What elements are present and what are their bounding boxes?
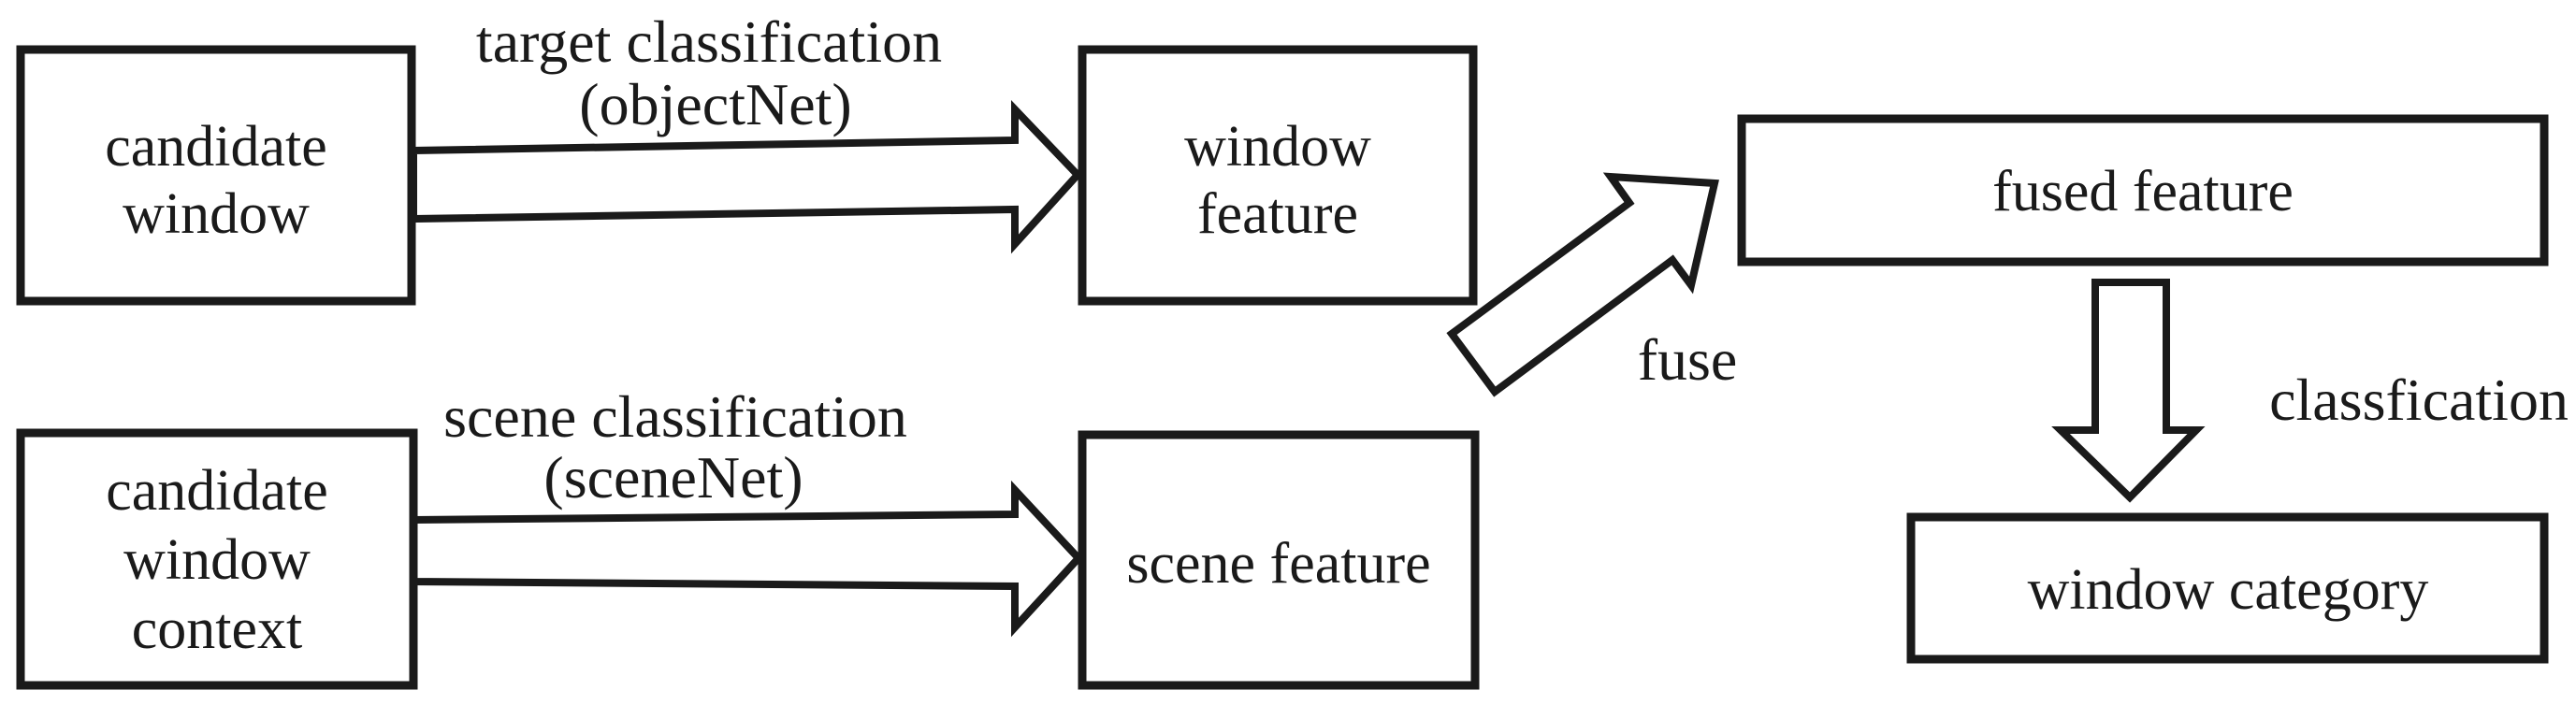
candidate-window-context-node	[16, 428, 418, 690]
fuse-edge-label: fuse	[1638, 326, 1738, 393]
scene-classification-edge-label-line2: (sceneNet)	[543, 444, 803, 511]
window-feature-node	[1078, 45, 1478, 306]
candidate-window-label-line2: window	[123, 182, 310, 246]
scene-feature-node	[1078, 430, 1480, 690]
window-feature-label-line2: feature	[1197, 182, 1358, 246]
candidate-window-label-line1: candidate	[105, 115, 327, 179]
window-category-node	[1906, 512, 2549, 664]
fuse-arrow-icon	[1446, 172, 1719, 397]
candidate-window-context-label-line2: window	[123, 528, 311, 592]
target-classification-arrow-icon	[410, 100, 1083, 254]
scene-classification-edge-label-line1: scene classification	[443, 383, 907, 450]
scene-classification-arrow-icon	[410, 480, 1084, 638]
window-category-label: window category	[2028, 558, 2429, 622]
scene-feature-label: scene feature	[1126, 532, 1430, 596]
candidate-window-context-label-line3: context	[132, 597, 303, 661]
candidate-window-node	[16, 45, 416, 306]
target-classification-edge-label-line2: (objectNet)	[579, 71, 851, 137]
candidate-window-context-label-line1: candidate	[106, 459, 328, 523]
classification-edge-label: classfication	[2269, 367, 2569, 433]
window-feature-label-line1: window	[1184, 115, 1371, 179]
fused-feature-label: fused feature	[1992, 160, 2294, 223]
target-classification-edge-label-line1: target classification	[476, 8, 942, 75]
classification-arrow-icon	[2051, 279, 2206, 503]
fused-feature-node	[1737, 114, 2549, 266]
